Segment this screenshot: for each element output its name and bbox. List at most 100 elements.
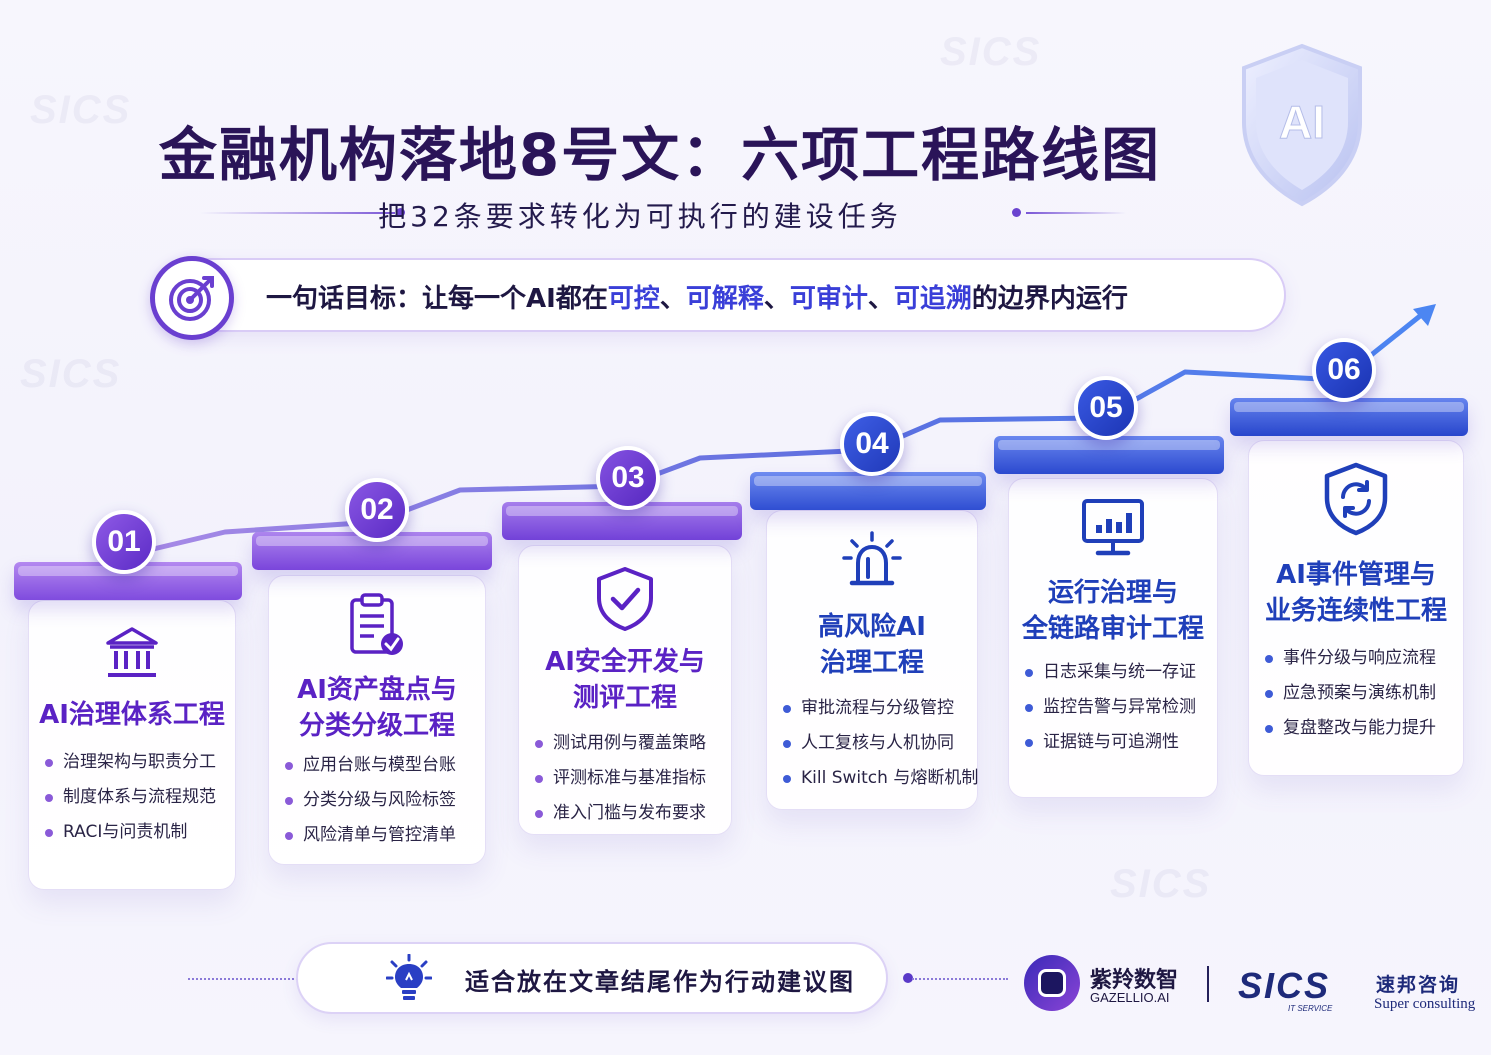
step-platform-06 [1230, 398, 1468, 436]
monitor-chart-icon [1009, 497, 1217, 559]
list-item: 治理架构与职责分工 [45, 745, 227, 780]
step-title-line: AI安全开发与 [545, 647, 705, 677]
step-card-02: AI资产盘点与 分类分级工程 应用台账与模型台账 分类分级与风险标签 风险清单与… [268, 575, 486, 865]
list-item: RACI与问责机制 [45, 815, 227, 850]
sics-brand-cn: 速邦咨询 [1376, 974, 1461, 996]
step-card-06: AI事件管理与 业务连续性工程 事件分级与响应流程 应急预案与演练机制 复盘整改… [1248, 440, 1464, 776]
target-icon [150, 256, 234, 340]
goal-sep: 、 [763, 284, 790, 314]
step-item-list: 治理架构与职责分工 制度体系与流程规范 RACI与问责机制 [45, 745, 227, 850]
watermark: SICS [20, 352, 122, 396]
brand-separator [1207, 966, 1209, 1002]
step-title: AI事件管理与 业务连续性工程 [1249, 557, 1463, 629]
list-item: 风险清单与管控清单 [285, 818, 477, 853]
list-item: 应急预案与演练机制 [1265, 676, 1455, 711]
bottom-dot-right [903, 973, 913, 983]
shield-check-icon [519, 566, 731, 632]
list-item: 准入门槛与发布要求 [535, 796, 723, 831]
step-title-line: AI事件管理与 [1276, 560, 1436, 590]
list-item: 人工复核与人机协同 [783, 726, 969, 761]
list-item: 制度体系与流程规范 [45, 780, 227, 815]
goal-prefix: 一句话目标：让每一个AI都在 [266, 284, 608, 314]
bank-icon [29, 625, 235, 681]
gazellio-logo-icon [1024, 955, 1080, 1011]
goal-sep: 、 [867, 284, 894, 314]
list-item: 评测标准与基准指标 [535, 761, 723, 796]
list-item: 应用台账与模型台账 [285, 748, 477, 783]
subtitle-line-right [1026, 212, 1126, 214]
step-title: 运行治理与 全链路审计工程 [1009, 575, 1217, 647]
step-title-line: 全链路审计工程 [1021, 614, 1204, 644]
step-badge-02: 02 [345, 478, 409, 542]
goal-text: 一句话目标：让每一个AI都在可控、可解释、可审计、可追溯的边界内运行 [266, 278, 1128, 315]
subtitle-line-left [200, 212, 395, 214]
subtitle: 把32条要求转化为可执行的建设任务 [378, 200, 902, 233]
step-platform-05 [994, 436, 1224, 474]
step-title-line: 治理工程 [819, 648, 924, 678]
subtitle-dot-left [396, 208, 405, 217]
step-title: 高风险AI 治理工程 [767, 609, 977, 681]
goal-highlight-auditable: 可审计 [789, 284, 868, 314]
sics-logo: SICS [1238, 965, 1331, 1006]
alarm-light-icon [767, 531, 977, 591]
bottom-note-pill [296, 942, 888, 1014]
watermark: SICS [30, 88, 132, 132]
step-badge-06: 06 [1312, 338, 1376, 402]
step-item-list: 事件分级与响应流程 应急预案与演练机制 复盘整改与能力提升 [1265, 641, 1455, 746]
step-platform-04 [750, 472, 986, 510]
list-item: 分类分级与风险标签 [285, 783, 477, 818]
step-card-03: AI安全开发与 测评工程 测试用例与覆盖策略 评测标准与基准指标 准入门槛与发布… [518, 545, 732, 835]
step-title-line: 分类分级工程 [298, 711, 455, 741]
bottom-dotted-line-right [912, 978, 1008, 980]
list-item: 监控告警与异常检测 [1025, 690, 1209, 725]
step-item-list: 日志采集与统一存证 监控告警与异常检测 证据链与可追溯性 [1025, 655, 1209, 760]
step-badge-04: 04 [840, 412, 904, 476]
lightbulb-icon [385, 953, 433, 1008]
step-title-line: 运行治理与 [1047, 578, 1178, 608]
sics-brand-en: Super consulting [1374, 996, 1476, 1012]
clipboard-check-icon [269, 592, 485, 660]
list-item: 日志采集与统一存证 [1025, 655, 1209, 690]
list-item: 事件分级与响应流程 [1265, 641, 1455, 676]
step-title: AI资产盘点与 分类分级工程 [269, 672, 485, 744]
goal-highlight-explainable: 可解释 [685, 284, 764, 314]
goal-suffix: 的边界内运行 [971, 284, 1128, 314]
brand-gazellio-en: GAZELLIO.AI [1090, 990, 1170, 1005]
step-title-line: 测评工程 [572, 683, 677, 713]
step-title-line: AI治理体系工程 [39, 700, 225, 730]
list-item: 测试用例与覆盖策略 [535, 726, 723, 761]
sics-logo-sub: IT SERVICE [1288, 1004, 1333, 1013]
step-card-01: AI治理体系工程 治理架构与职责分工 制度体系与流程规范 RACI与问责机制 [28, 600, 236, 890]
arrow-head-icon [1413, 304, 1436, 326]
goal-highlight-traceable: 可追溯 [893, 284, 972, 314]
step-card-04: 高风险AI 治理工程 审批流程与分级管控 人工复核与人机协同 Kill Swit… [766, 510, 978, 810]
step-item-list: 审批流程与分级管控 人工复核与人机协同 Kill Switch 与熔断机制 [783, 691, 978, 796]
step-item-list: 应用台账与模型台账 分类分级与风险标签 风险清单与管控清单 [285, 748, 477, 853]
step-card-05: 运行治理与 全链路审计工程 日志采集与统一存证 监控告警与异常检测 证据链与可追… [1008, 478, 1218, 798]
step-badge-01: 01 [92, 510, 156, 574]
list-item: 证据链与可追溯性 [1025, 725, 1209, 760]
step-title-line: 业务连续性工程 [1264, 596, 1447, 626]
goal-highlight-controllable: 可控 [607, 284, 660, 314]
list-item: 复盘整改与能力提升 [1265, 711, 1455, 746]
shield-label: AI [1279, 96, 1325, 148]
brand-gazellio-name: 紫羚数智 [1090, 968, 1179, 993]
step-item-list: 测试用例与覆盖策略 评测标准与基准指标 准入门槛与发布要求 [535, 726, 723, 831]
list-item: Kill Switch 与熔断机制 [783, 761, 978, 796]
ai-shield-icon: AI [1242, 43, 1362, 207]
watermark: SICS [940, 30, 1042, 74]
shield-refresh-icon [1249, 461, 1463, 537]
goal-pill [160, 258, 1286, 332]
subtitle-dot-right [1012, 208, 1021, 217]
step-badge-05: 05 [1074, 376, 1138, 440]
watermark: SICS [1110, 862, 1212, 906]
step-title: AI治理体系工程 [29, 697, 235, 733]
bottom-dotted-line-left [188, 978, 354, 980]
list-item: 审批流程与分级管控 [783, 691, 969, 726]
step-title-line: 高风险AI [818, 612, 926, 642]
step-badge-03: 03 [596, 446, 660, 510]
step-title: AI安全开发与 测评工程 [519, 644, 731, 716]
subtitle-bar: 把32条要求转化为可执行的建设任务 [200, 195, 1126, 233]
step-title-line: AI资产盘点与 [297, 675, 457, 705]
bottom-note-text: 适合放在文章结尾作为行动建议图 [465, 968, 855, 996]
